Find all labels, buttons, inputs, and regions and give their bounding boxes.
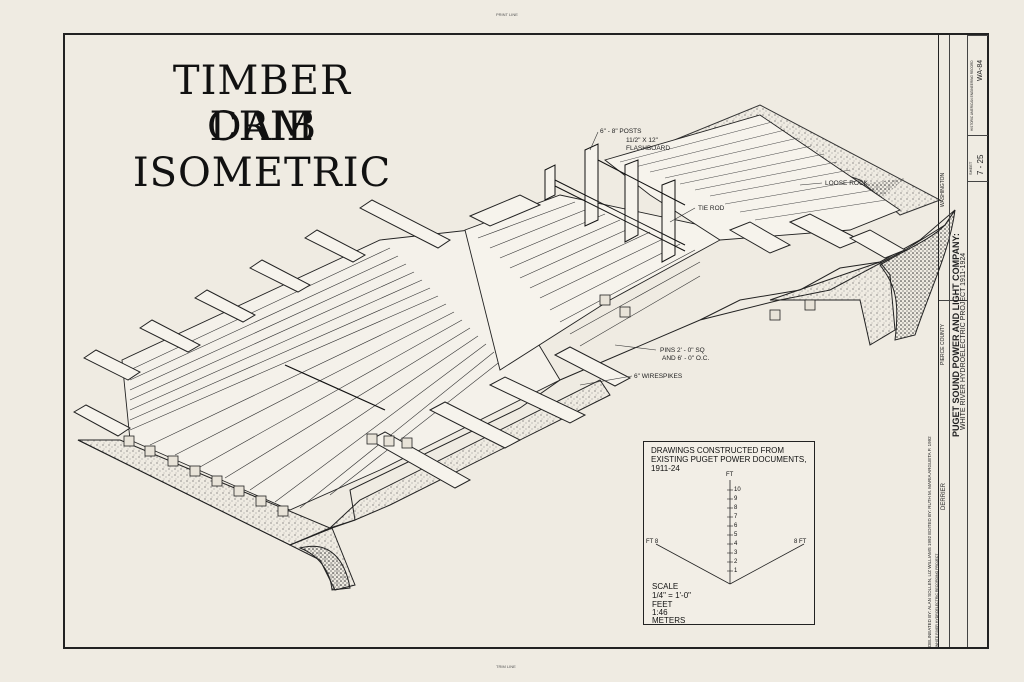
- scale-vtick-2: 2: [734, 559, 738, 565]
- drawing-title-line1: TIMBER CRIB: [172, 58, 352, 150]
- apron-deck: [121, 229, 561, 511]
- scale-vtick-5: 5: [734, 532, 738, 538]
- callout-flashboard-2: FLASHBOARD: [626, 145, 671, 152]
- callout-leaders: [579, 131, 823, 386]
- scale-axes: [655, 480, 805, 585]
- tb-haer-number: WA-84: [977, 59, 984, 81]
- drawing-title-line2: DAM: [209, 104, 315, 150]
- tb-county: PIERCE COUNTY: [940, 323, 946, 365]
- scale-vtick-6: 6: [734, 523, 738, 529]
- callout-posts: 6" - 8" POSTS: [600, 128, 642, 135]
- crib-timbers: [72, 194, 907, 489]
- tb-recording: WHITE RIVER HYDROELECTRIC RECORDING PROJ…: [935, 553, 939, 647]
- scale-vtick-8: 8: [734, 505, 738, 511]
- callout-pins-2: AND 6' - 0" O.C.: [662, 355, 710, 362]
- drawing-title-line3: ISOMETRIC: [132, 150, 392, 196]
- scale-feet: FEET: [652, 600, 673, 609]
- tb-state: WASHINGTON: [940, 172, 946, 207]
- flashboard-posts: [544, 143, 686, 263]
- callout-loose-rock: LOOSE ROCK: [825, 180, 868, 187]
- scale-note-line2: EXISTING PUGET POWER DOCUMENTS,: [651, 455, 807, 464]
- scale-meters: METERS: [652, 616, 686, 625]
- callout-tie-rod: TIE ROD: [698, 205, 725, 212]
- tb-sheet-number: 7 - 25: [976, 154, 985, 175]
- tb-dam: DERRIER: [941, 482, 947, 510]
- scale-label: SCALE: [652, 582, 679, 591]
- crest-deck: [604, 114, 901, 241]
- callout-flashboard: 11/2" X 12": [626, 137, 658, 144]
- bottom-edge-mark: TRIM LINE: [496, 664, 516, 669]
- tb-project: WHITE RIVER HYDROELECTRIC PROJECT 1911-1…: [960, 252, 967, 430]
- tb-agency: HISTORIC AMERICAN ENGINEERING RECORD: [970, 60, 974, 131]
- scale-vtick-3: 3: [734, 550, 738, 556]
- scale-vtick-1: 1: [734, 568, 738, 574]
- scale-ft-left: FT 8: [646, 539, 659, 545]
- scale-note-line3: 1911-24: [651, 464, 680, 473]
- scale-ratio: 1:46: [652, 608, 668, 617]
- scale-vtick-9: 9: [734, 496, 738, 502]
- scale-value: 1/4" = 1'-0": [652, 591, 692, 600]
- tb-sheet-label: SHEET: [968, 161, 973, 175]
- timber-ends: [123, 294, 816, 517]
- callout-pins: PINS 2' - 0" SQ: [660, 347, 705, 354]
- scale-ft-top: FT: [726, 472, 734, 478]
- scale-vtick-10: 10: [734, 487, 741, 493]
- drawing-border: [63, 33, 989, 649]
- scale-note-line1: DRAWINGS CONSTRUCTED FROM: [651, 446, 785, 455]
- scale-vtick-7: 7: [734, 514, 738, 520]
- scale-box: DRAWINGS CONSTRUCTED FROM EXISTING PUGET…: [643, 441, 815, 625]
- scale-ft-right: 8 FT: [794, 539, 807, 545]
- scale-vtick-4: 4: [734, 541, 738, 547]
- callout-wirespikes: 6" WIRESPIKES: [634, 373, 683, 380]
- tb-delineated: DELINEATED BY: ALAN SOLLEN, LIZ WILLIAMS…: [927, 436, 932, 647]
- title-block: PUGET SOUND POWER AND LIGHT COMPANY: WHI…: [927, 35, 988, 647]
- top-edge-mark: PRINT LINE: [496, 12, 518, 17]
